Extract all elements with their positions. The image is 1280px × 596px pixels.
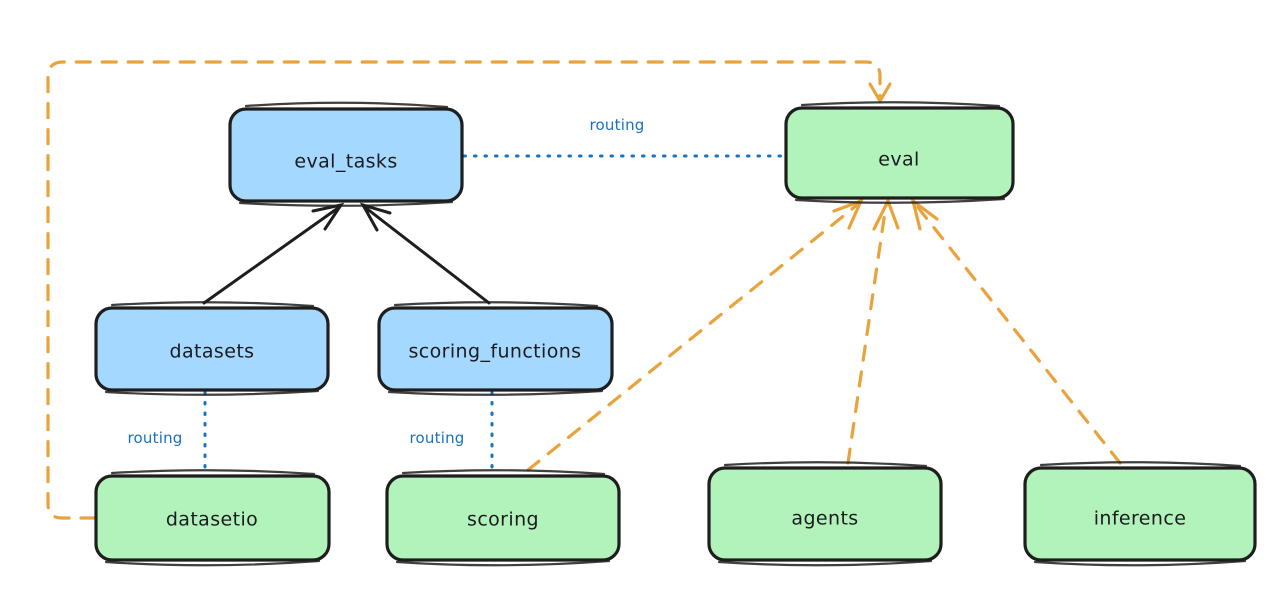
edge-agents-to-eval: [846, 196, 900, 465]
node-datasets[interactable]: datasets: [94, 301, 330, 396]
edge-scoring-to-eval: [526, 198, 865, 472]
node-label-agents: agents: [791, 508, 858, 530]
node-label-scoring-functions: scoring_functions: [409, 341, 582, 363]
node-label-eval-tasks: eval_tasks: [294, 151, 397, 173]
node-agents[interactable]: agents: [707, 461, 943, 567]
edge-label-routing-eval-tasks: routing: [590, 116, 645, 134]
node-label-scoring: scoring: [467, 509, 539, 531]
node-inference[interactable]: inference: [1023, 461, 1257, 567]
edge-inference-to-eval: [910, 197, 1122, 465]
node-scoring-functions[interactable]: scoring_functions: [377, 301, 614, 396]
node-label-datasets: datasets: [170, 341, 255, 363]
edge-scoring-functions-to-eval-tasks: [359, 202, 491, 305]
node-label-inference: inference: [1094, 508, 1187, 530]
edge-label-routing-datasets: routing: [128, 429, 183, 447]
node-eval-tasks[interactable]: eval_tasks: [228, 101, 464, 207]
node-datasetio[interactable]: datasetio: [94, 469, 331, 567]
edge-datasets-to-eval-tasks: [202, 202, 345, 305]
edge-datasetio-to-eval: [46, 60, 892, 520]
edge-label-routing-scoring-functions: routing: [410, 429, 465, 447]
node-label-datasetio: datasetio: [166, 509, 258, 531]
node-eval[interactable]: eval: [784, 101, 1015, 204]
node-label-eval: eval: [878, 149, 919, 171]
node-scoring[interactable]: scoring: [385, 469, 621, 567]
